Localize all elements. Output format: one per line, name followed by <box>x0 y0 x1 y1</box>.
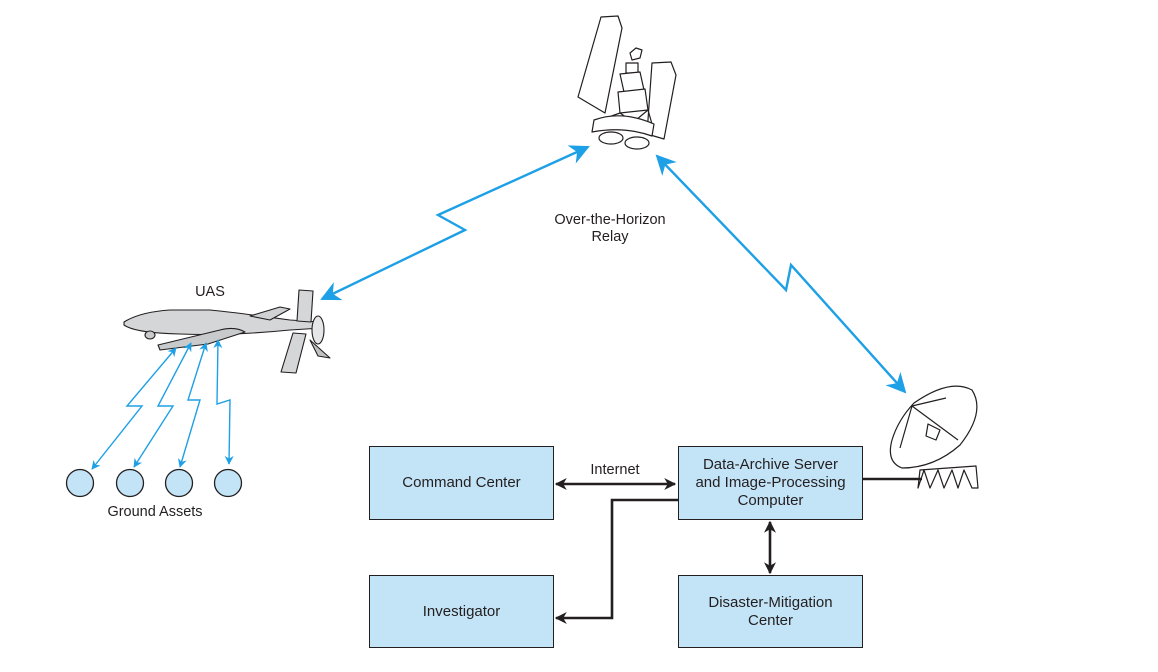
relay-label: Over-the-Horizon Relay <box>540 212 680 246</box>
satellite-icon <box>577 15 677 150</box>
data-archive-label-line-1: Data-Archive Server <box>702 456 839 473</box>
ground-station-dish-icon <box>889 385 979 489</box>
uav-relay-link <box>320 145 590 301</box>
ground-assets-label: Ground Assets <box>107 504 203 520</box>
relay-ground-station-link <box>655 154 907 394</box>
investigator-link <box>554 498 678 624</box>
ground-asset-4 <box>213 468 243 498</box>
investigator-label: Investigator <box>422 602 501 620</box>
command-center-label: Command Center <box>402 474 521 491</box>
ground-asset-link-4 <box>213 339 234 465</box>
ground-assets <box>65 468 243 498</box>
internet-label: Internet <box>590 462 640 478</box>
disaster-mitigation-label-line-2: Center <box>747 611 794 629</box>
data-archive-server-box[interactable]: Data-Archive Server and Image-Processing… <box>678 446 863 520</box>
ground-asset-link-3 <box>178 342 208 468</box>
ground-asset-links <box>91 339 234 470</box>
uas-drone-icon <box>123 289 331 374</box>
disaster-mitigation-label-line-1: Disaster-Mitigation <box>708 593 833 611</box>
command-center-box[interactable]: Command Center <box>369 446 554 520</box>
ground-asset-3 <box>164 468 194 498</box>
ground-asset-1 <box>65 468 95 498</box>
disaster-mitigation-center-box[interactable]: Disaster-Mitigation Center <box>678 575 863 648</box>
relay-label-line-1: Over-the-Horizon <box>554 212 666 228</box>
data-archive-label-line-2: and Image-Processing <box>695 474 846 491</box>
ground-asset-link-2 <box>133 342 192 468</box>
investigator-box[interactable]: Investigator <box>369 575 554 648</box>
relay-label-line-2: Relay <box>591 229 629 245</box>
uas-label: UAS <box>195 284 225 300</box>
ground-asset-link-1 <box>91 347 177 470</box>
ground-asset-2 <box>115 468 145 498</box>
data-archive-label-line-3: Computer <box>737 492 804 509</box>
